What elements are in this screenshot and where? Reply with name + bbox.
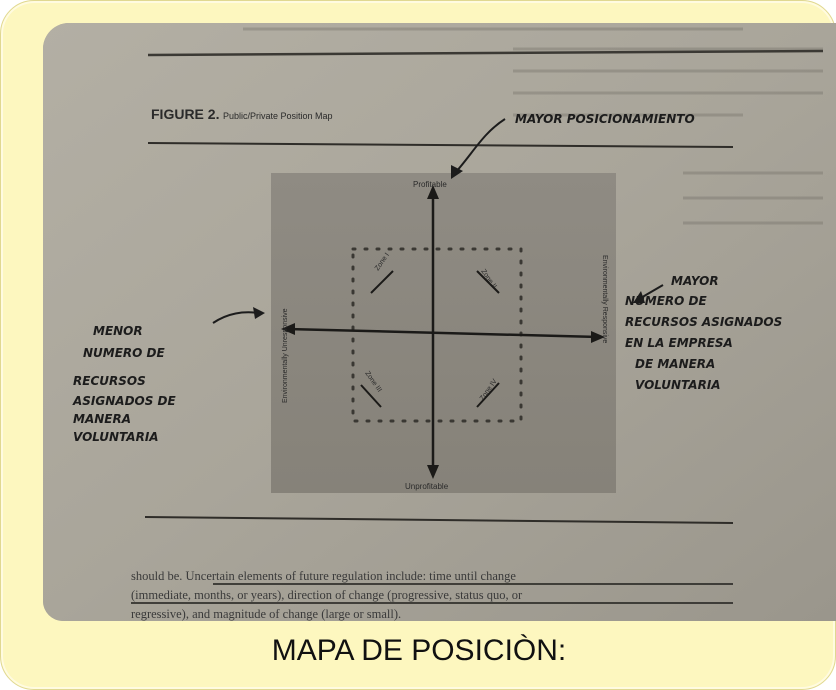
top-axis-label: Profitable [413, 180, 447, 189]
svg-text:ASIGNADOS DE: ASIGNADOS DE [72, 394, 177, 408]
svg-text:RECURSOS ASIGNADOS: RECURSOS ASIGNADOS [625, 315, 782, 329]
photo-content: FIGURE 2. Public/Private Position Map Pr… [43, 23, 836, 621]
handwritten-top-note: MAYOR POSICIONAMIENTO [515, 112, 695, 126]
svg-text:MENOR: MENOR [93, 324, 143, 338]
svg-text:VOLUNTARIA: VOLUNTARIA [635, 378, 721, 392]
svg-text:DE MANERA: DE MANERA [635, 357, 715, 371]
bottom-axis-label: Unprofitable [405, 482, 449, 491]
svg-text:NUMERO DE: NUMERO DE [625, 294, 708, 308]
handwritten-right-note: MAYOR NUMERO DE RECURSOS ASIGNADOS EN LA… [625, 274, 782, 392]
right-axis-label: Environmentally Responsive [601, 255, 608, 343]
svg-text:RECURSOS: RECURSOS [73, 374, 146, 388]
slide-caption: MAPA DE POSICIÒN: [271, 634, 567, 667]
body-text: should be. Uncertain elements of future … [131, 569, 523, 621]
svg-text:regressive), and magnitude of: regressive), and magnitude of change (la… [131, 607, 401, 621]
svg-text:(immediate, months, or years),: (immediate, months, or years), direction… [131, 588, 523, 602]
svg-text:should be. Uncertain elements: should be. Uncertain elements of future … [131, 569, 516, 583]
svg-text:NUMERO DE: NUMERO DE [83, 346, 166, 360]
svg-text:MANERA: MANERA [73, 412, 131, 426]
left-axis-label: Environmentally Unresponsive [282, 308, 289, 403]
figure-title: Public/Private Position Map [223, 111, 333, 121]
svg-text:EN LA EMPRESA: EN LA EMPRESA [625, 336, 733, 350]
horizontal-axis [286, 327, 600, 339]
svg-text:VOLUNTARIA: VOLUNTARIA [73, 430, 159, 444]
handwritten-left-note: MENOR NUMERO DE RECURSOS ASIGNADOS DE MA… [72, 324, 177, 444]
figure-label: FIGURE 2. [151, 106, 219, 122]
book-page-photo: FIGURE 2. Public/Private Position Map Pr… [43, 23, 836, 621]
svg-text:MAYOR: MAYOR [671, 274, 719, 288]
